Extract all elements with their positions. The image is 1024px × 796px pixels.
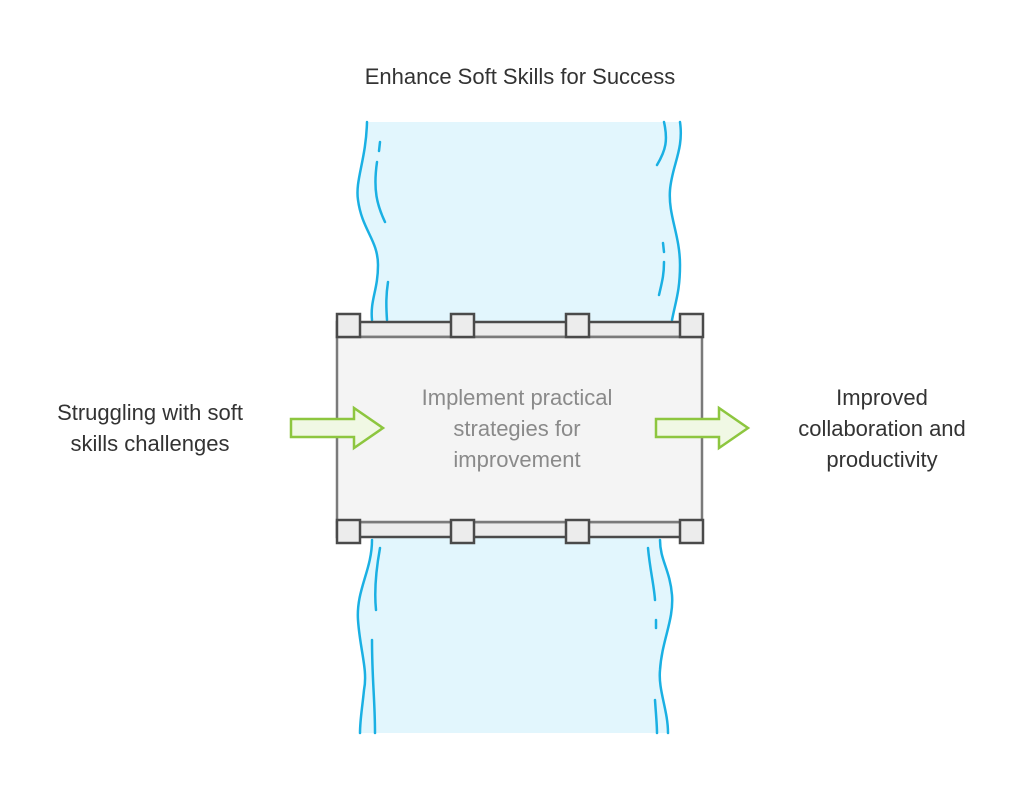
- bridge-post: [449, 312, 476, 339]
- bridge-post: [564, 518, 591, 545]
- center-label-line: strategies for: [453, 416, 580, 441]
- center-label-line: improvement: [453, 447, 580, 472]
- river-bank-right-top: [668, 120, 683, 322]
- bridge-bottom-rail: [335, 520, 704, 539]
- bridge-post: [335, 312, 362, 339]
- river-ripple: [370, 546, 382, 735]
- right-label-line: collaboration and: [798, 416, 966, 441]
- left-label-line: Struggling with soft: [57, 400, 243, 425]
- bridge-deck: [335, 335, 704, 524]
- right-label-line: Improved: [836, 385, 928, 410]
- river-bank-left-top: [356, 120, 380, 322]
- river-ripple: [374, 140, 390, 322]
- river-bank-right-bottom: [658, 538, 674, 735]
- center-label: Implement practical strategies for impro…: [422, 385, 613, 472]
- bridge: [335, 312, 705, 545]
- river-ripple: [655, 120, 668, 297]
- arrow-right-icon: [289, 405, 386, 451]
- bridge-post: [678, 312, 705, 339]
- left-label: Struggling with soft skills challenges: [57, 400, 243, 456]
- left-label-line: skills challenges: [71, 431, 230, 456]
- right-label-line: productivity: [826, 447, 937, 472]
- bridge-top-rail: [335, 320, 704, 339]
- bridge-post: [678, 518, 705, 545]
- diagram-title: Enhance Soft Skills for Success: [365, 64, 676, 89]
- bridge-post: [564, 312, 591, 339]
- river-bank-left-bottom: [356, 538, 374, 735]
- river-ripple: [646, 546, 659, 735]
- right-label: Improved collaboration and productivity: [798, 385, 966, 472]
- bridge-post: [335, 518, 362, 545]
- bridge-post: [449, 518, 476, 545]
- arrow-right-icon: [654, 405, 751, 451]
- center-label-line: Implement practical: [422, 385, 613, 410]
